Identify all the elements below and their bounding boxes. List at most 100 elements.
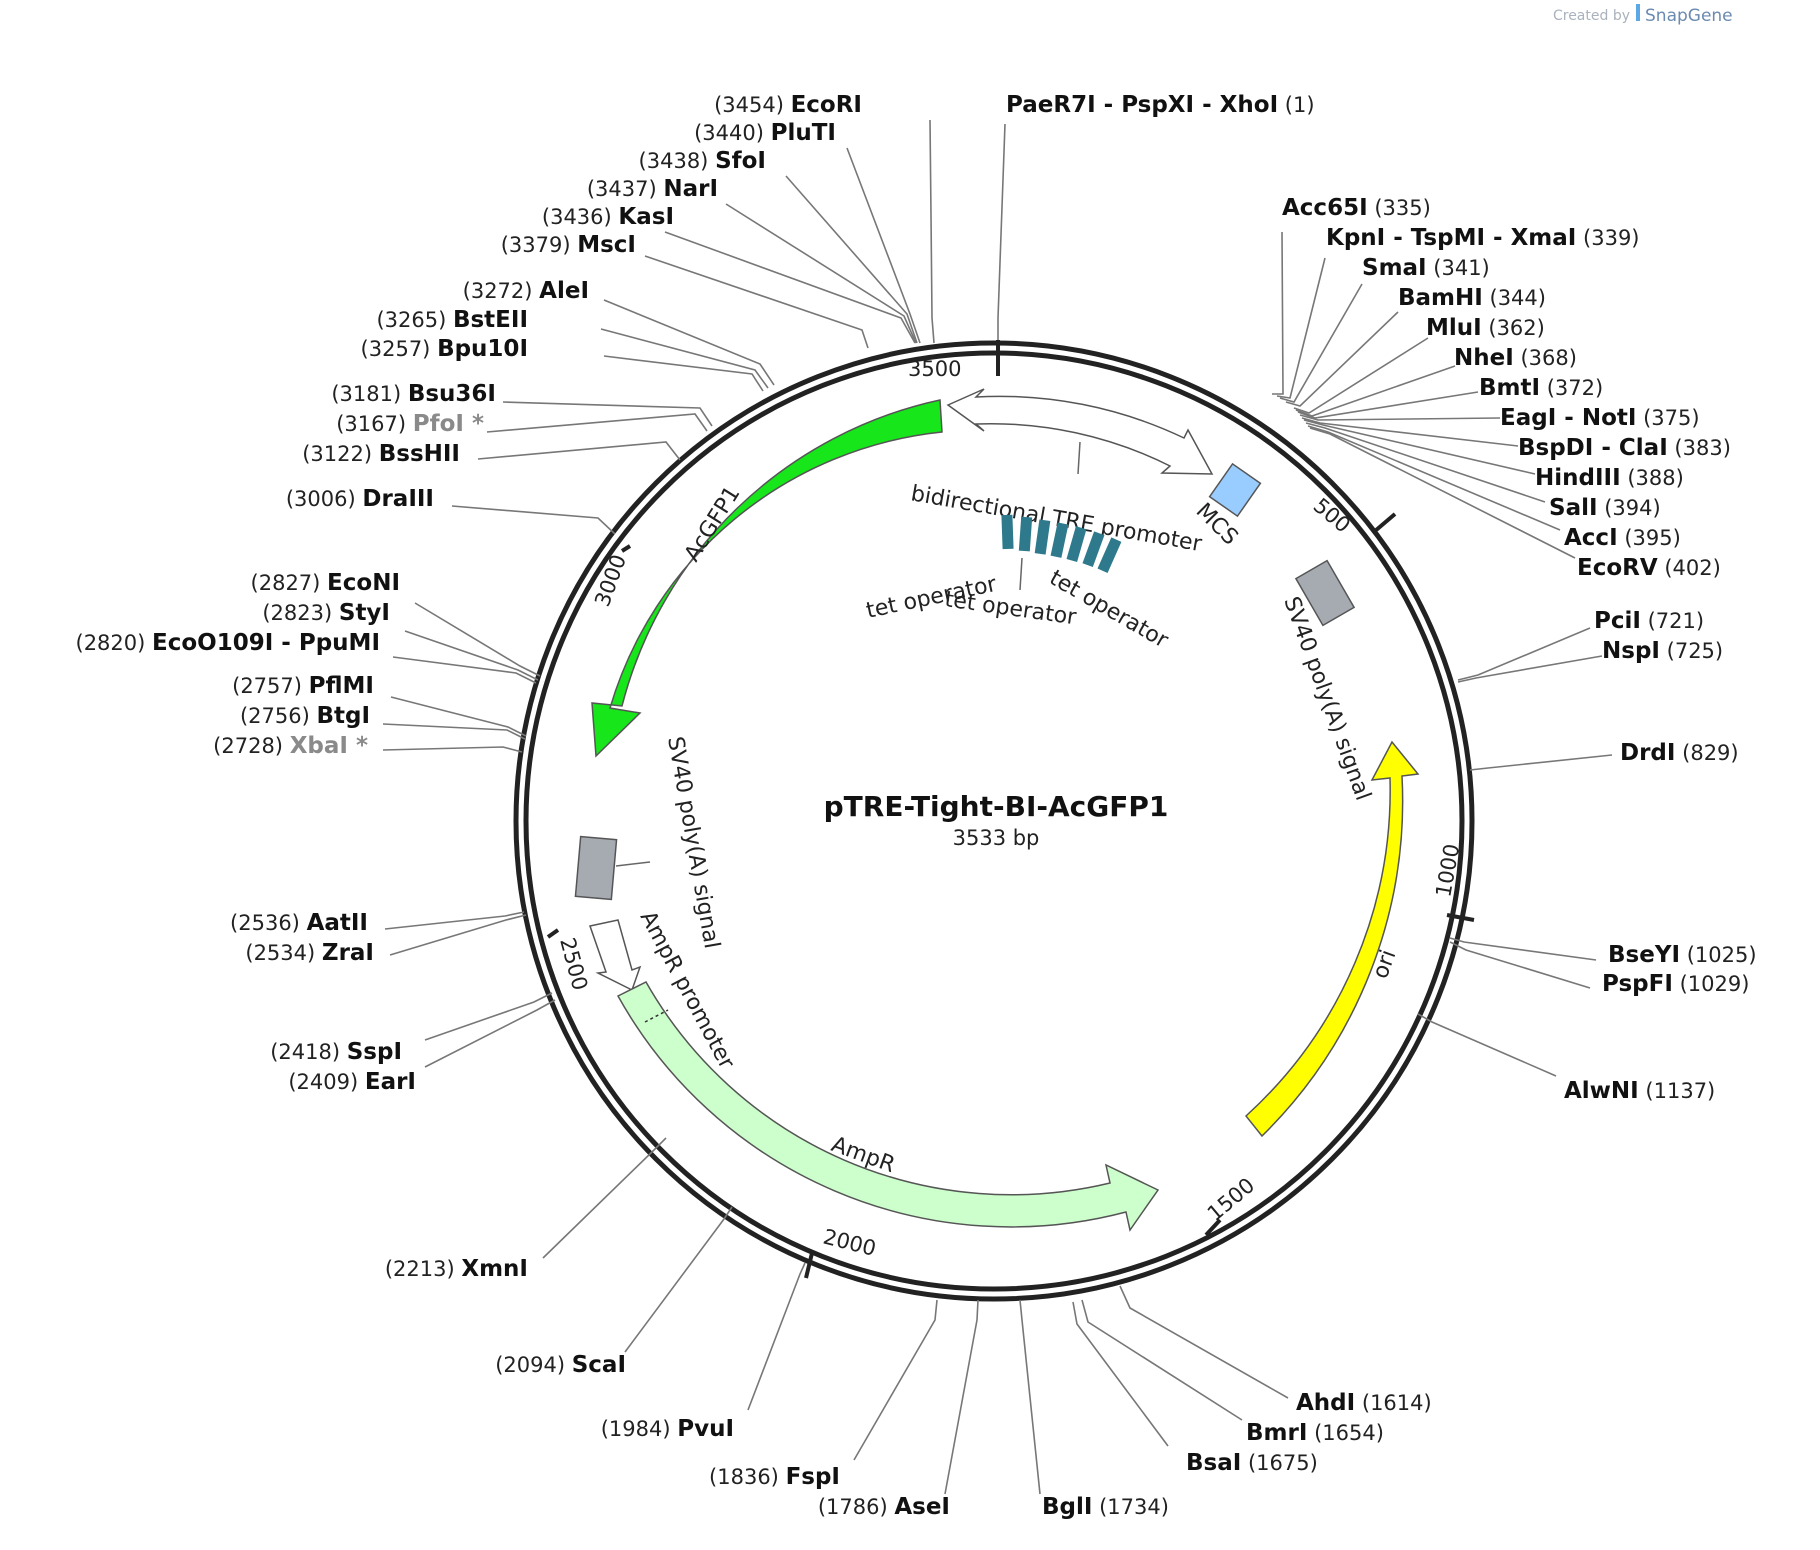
site-name: BseYI bbox=[1608, 942, 1680, 968]
site-label-drdi: DrdI (829) bbox=[1620, 740, 1739, 766]
sv40-polya-box-right bbox=[1294, 559, 1356, 627]
leader-bsteii bbox=[600, 328, 769, 389]
leader-lines bbox=[382, 119, 1613, 1495]
site-position: (3257) bbox=[361, 337, 438, 361]
ampr-arrow bbox=[616, 981, 1160, 1232]
tet-operator-block-1 bbox=[1001, 514, 1014, 550]
ori-arrow bbox=[1244, 740, 1420, 1138]
backbone-inner-ring bbox=[523, 350, 1465, 1292]
site-position: (383) bbox=[1668, 436, 1731, 460]
site-label-ahdi: AhdI (1614) bbox=[1296, 1390, 1432, 1416]
site-position: (3272) bbox=[463, 279, 540, 303]
site-position: (375) bbox=[1636, 406, 1699, 430]
site-label-ecorv: EcoRV (402) bbox=[1577, 555, 1721, 581]
site-label-xbai: (2728) XbaI * bbox=[213, 733, 368, 759]
site-name: NspI bbox=[1602, 638, 1660, 664]
site-position: (725) bbox=[1660, 639, 1723, 663]
site-name-extra: - NotI bbox=[1556, 405, 1636, 431]
tet-operator-block-7 bbox=[1097, 537, 1122, 573]
site-position: (2757) bbox=[232, 674, 309, 698]
site-label-bmri: BmrI (1654) bbox=[1246, 1420, 1384, 1446]
tick-mark-2000 bbox=[804, 1252, 814, 1279]
site-name: MscI bbox=[577, 232, 636, 258]
site-label-pluti: (3440) PluTI bbox=[694, 120, 836, 146]
site-label-nhei: NheI (368) bbox=[1454, 345, 1577, 371]
site-name: BamHI bbox=[1398, 285, 1483, 311]
site-name: SspI bbox=[347, 1039, 402, 1065]
site-position: (829) bbox=[1675, 741, 1738, 765]
site-position: (1786) bbox=[818, 1495, 895, 1519]
tet-operator-block-4 bbox=[1050, 522, 1069, 558]
site-label-styi: (2823) StyI bbox=[262, 600, 390, 626]
site-name: BtgI bbox=[316, 703, 370, 729]
site-label-eagi: EagI - NotI (375) bbox=[1500, 405, 1700, 431]
tet-operator-leader bbox=[1019, 557, 1023, 591]
snapgene-credit: Created by SnapGene bbox=[1553, 4, 1733, 26]
site-label-sfoi: (3438) SfoI bbox=[639, 148, 766, 174]
sv40-polya-label-right: SV40 poly(A) signal bbox=[1278, 594, 1375, 804]
tick-mark-2500 bbox=[546, 928, 560, 939]
leader-nari bbox=[725, 203, 917, 344]
site-label-acc65i: Acc65I (335) bbox=[1282, 195, 1431, 221]
leader-kasi bbox=[664, 231, 916, 344]
site-name: PciI bbox=[1594, 608, 1641, 634]
tet-operator-block-5 bbox=[1066, 526, 1087, 562]
site-name: EcoO109I bbox=[152, 630, 273, 656]
site-position: (3122) bbox=[302, 442, 379, 466]
leader-bmri bbox=[1081, 1299, 1243, 1421]
site-position: (394) bbox=[1598, 496, 1661, 520]
site-position: (2094) bbox=[495, 1353, 572, 1377]
site-name: PflMI bbox=[309, 673, 374, 699]
site-label-btgi: (2756) BtgI bbox=[240, 703, 370, 729]
leader-econi bbox=[414, 602, 541, 677]
site-label-pspfi: PspFI (1029) bbox=[1602, 971, 1749, 997]
mcs-box bbox=[1208, 462, 1262, 518]
site-position: (3454) bbox=[714, 93, 791, 117]
site-label-asei: (1786) AseI bbox=[818, 1494, 950, 1520]
site-position: (3006) bbox=[286, 487, 363, 511]
site-label-msci: (3379) MscI bbox=[501, 232, 636, 258]
site-label-econi: (2827) EcoNI bbox=[251, 570, 400, 596]
plasmid-name: pTRE-Tight-BI-AcGFP1 bbox=[824, 790, 1169, 823]
credit-brand: SnapGene bbox=[1645, 6, 1733, 26]
site-name: PvuI bbox=[677, 1416, 734, 1442]
site-name: AleI bbox=[539, 278, 589, 304]
leader-nhei bbox=[1295, 365, 1456, 417]
site-position: (2536) bbox=[230, 911, 307, 935]
leader-eari bbox=[424, 999, 556, 1068]
tick-mark-3000 bbox=[620, 544, 632, 553]
site-label-pcii: PciI (721) bbox=[1594, 608, 1704, 634]
site-label-kpni: KpnI - TspMI - XmaI (339) bbox=[1326, 225, 1640, 251]
site-position: (335) bbox=[1368, 196, 1431, 220]
snapgene-logo-icon bbox=[1636, 4, 1640, 21]
site-position: (3436) bbox=[542, 205, 619, 229]
tick-label-1500: 1500 bbox=[1203, 1173, 1259, 1226]
site-label-bgli: BglI (1734) bbox=[1042, 1494, 1169, 1520]
tet-operator-array bbox=[1001, 514, 1122, 573]
site-name: BstEII bbox=[453, 307, 528, 333]
leader-pluti bbox=[846, 147, 921, 344]
leader-pflmi bbox=[390, 696, 527, 737]
site-label-alei: (3272) AleI bbox=[463, 278, 589, 304]
leader-hindiii bbox=[1303, 419, 1536, 475]
site-label-bamhi: BamHI (344) bbox=[1398, 285, 1546, 311]
site-position: (3379) bbox=[501, 233, 578, 257]
site-name: PspFI bbox=[1602, 971, 1673, 997]
site-name: FspI bbox=[786, 1464, 840, 1490]
site-label-zrai: (2534) ZraI bbox=[245, 940, 374, 966]
site-label-pfoi: (3167) PfoI * bbox=[336, 411, 484, 437]
site-label-paer7i: PaeR7I - PspXI - XhoI (1) bbox=[1006, 92, 1315, 118]
site-position: (3438) bbox=[639, 149, 716, 173]
site-label-kasi: (3436) KasI bbox=[542, 204, 674, 230]
site-name: StyI bbox=[339, 600, 390, 626]
site-name: ZraI bbox=[322, 940, 374, 966]
site-label-ecori: (3454) EcoRI bbox=[714, 92, 862, 118]
leader-bspdi bbox=[1301, 417, 1519, 447]
site-name: PaeR7I bbox=[1006, 92, 1096, 118]
leader-sfoi bbox=[785, 175, 918, 344]
site-position: (1734) bbox=[1092, 1495, 1169, 1519]
site-label-bsai: BsaI (1675) bbox=[1186, 1450, 1318, 1476]
leader-acci bbox=[1307, 425, 1561, 531]
site-name: AhdI bbox=[1296, 1390, 1355, 1416]
